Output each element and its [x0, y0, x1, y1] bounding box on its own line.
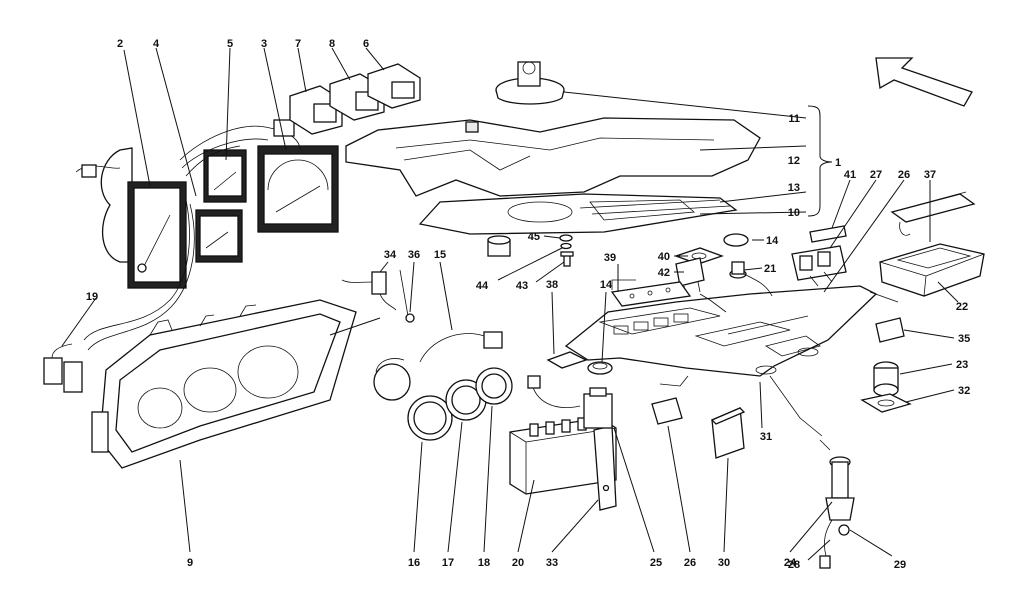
knob-44: [487, 235, 511, 257]
callout-24: 24: [784, 557, 797, 569]
console-cover: [345, 117, 761, 197]
aux-gauges: [373, 331, 513, 441]
callout-30: 30: [718, 557, 730, 569]
callout-38: 38: [546, 279, 558, 291]
relay-box: [509, 417, 617, 495]
switch-block-27: [791, 245, 847, 287]
switch-41: [809, 225, 847, 243]
plate-39: [610, 281, 692, 307]
callout-3: 3: [261, 38, 267, 50]
leader-lines: [61, 47, 959, 561]
callout-9: 9: [187, 557, 193, 569]
switch-module-7: [289, 85, 343, 135]
callout-45: 45: [528, 231, 540, 243]
washer-45: [559, 234, 573, 250]
sensor-cable: [527, 375, 581, 408]
callout-25: 25: [650, 557, 662, 569]
connector-19: [43, 343, 83, 393]
gauge-large-left: [75, 147, 187, 289]
callout-5: 5: [227, 38, 233, 50]
ignition-switch: [819, 456, 855, 569]
bulb-36: [399, 269, 415, 323]
callout-23: 23: [956, 359, 968, 371]
callout-32: 32: [958, 385, 970, 397]
bracket-33: [593, 425, 617, 511]
callout-41: 41: [844, 169, 856, 181]
gauge-small-lower: [195, 209, 243, 263]
callout-15: 15: [434, 249, 446, 261]
gasket-12-13: [579, 199, 731, 215]
callout-6: 6: [363, 38, 369, 50]
callout-22: 22: [956, 301, 968, 313]
seal-38: [546, 351, 588, 369]
callout-28: 28: [788, 559, 800, 571]
bezel-32: [860, 393, 912, 413]
callout-17: 17: [442, 557, 454, 569]
callout-labels: 2 4 5 3 7 8 6 11 12 13 10 1 41 27 26 37 …: [86, 38, 970, 571]
callout-33: 33: [546, 557, 558, 569]
callout-21: 21: [764, 263, 776, 275]
ashtray-22: [879, 243, 985, 297]
lighter-23: [873, 361, 899, 397]
callout-44: 44: [476, 280, 489, 292]
relay-25: [583, 387, 613, 429]
switch-42: [675, 257, 705, 297]
callout-37: 37: [924, 169, 936, 181]
callout-29: 29: [894, 559, 906, 571]
switch-26-lower: [651, 397, 683, 425]
switch-knob-top: [495, 61, 565, 105]
gauge-harness: [83, 119, 301, 351]
callout-2: 2: [117, 38, 123, 50]
callout-35: 35: [958, 333, 970, 345]
callout-10: 10: [788, 207, 800, 219]
callout-39: 39: [604, 252, 616, 264]
callout-18: 18: [478, 557, 490, 569]
callout-27: 27: [870, 169, 882, 181]
potentiometer-21: [729, 261, 773, 297]
callout-4: 4: [153, 38, 160, 50]
switch-34: [341, 271, 397, 311]
switch-module-6: [367, 63, 421, 109]
gauge-speedometer: [257, 145, 339, 233]
cap-14-upper: [723, 233, 749, 247]
gauge-small-upper: [203, 149, 247, 203]
cover-30: [710, 407, 746, 459]
callout-11: 11: [788, 113, 800, 125]
screw-43: [560, 251, 574, 267]
switch-35: [875, 317, 905, 343]
callout-42: 42: [658, 267, 670, 279]
callout-19: 19: [86, 291, 98, 303]
callout-16: 16: [408, 557, 420, 569]
callout-1: 1: [835, 157, 841, 169]
callout-36: 36: [408, 249, 420, 261]
callout-14-upper: 14: [766, 235, 779, 247]
callout-26-lower: 26: [684, 557, 696, 569]
direction-arrow: [875, 57, 973, 107]
console-plate: [418, 193, 738, 235]
callout-12: 12: [788, 155, 800, 167]
callout-20: 20: [512, 557, 524, 569]
callout-31: 31: [760, 431, 772, 443]
callout-14-lower: 14: [600, 279, 613, 291]
callout-40: 40: [658, 251, 670, 263]
console-panel: [564, 285, 878, 377]
dashboard-housing: [91, 299, 381, 469]
knob-14-lower: [587, 361, 613, 375]
callout-43: 43: [516, 280, 528, 292]
callout-13: 13: [788, 182, 800, 194]
callout-7: 7: [295, 38, 301, 50]
callout-8: 8: [329, 38, 335, 50]
grille-37: [890, 191, 976, 236]
callout-26-top: 26: [898, 169, 910, 181]
callout-34: 34: [384, 249, 397, 261]
